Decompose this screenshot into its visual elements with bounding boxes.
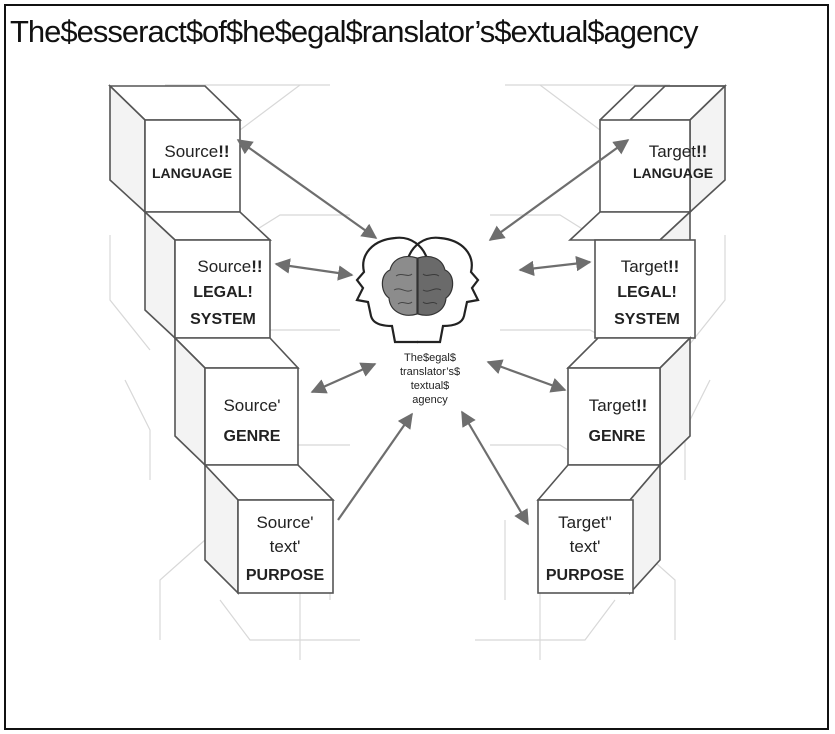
svg-text:textual$: textual$ [411, 380, 450, 392]
svg-text:text': text' [570, 537, 601, 556]
left-cube-legal-system: Source!! LEGAL! SYSTEM [142, 210, 273, 340]
svg-text:Target!!: Target!! [621, 257, 680, 276]
svg-text:Target!!: Target!! [649, 142, 708, 161]
right-cube-genre: Target!! GENRE [566, 336, 692, 467]
left-cube-genre: Source' GENRE [173, 336, 300, 467]
svg-text:LANGUAGE: LANGUAGE [152, 165, 232, 181]
diagram-title: The$esseract$of$he$egal$ranslator’s$extu… [10, 14, 698, 49]
svg-text:SYSTEM: SYSTEM [614, 311, 680, 328]
svg-text:text': text' [270, 537, 301, 556]
svg-text:Target!!: Target!! [589, 396, 648, 415]
svg-text:PURPOSE: PURPOSE [546, 567, 625, 584]
svg-text:Target'': Target'' [558, 513, 612, 532]
arrow-source-genre [310, 362, 377, 394]
svg-text:SYSTEM: SYSTEM [190, 311, 256, 328]
arrow-target-genre [486, 359, 567, 393]
figure-frame [4, 4, 829, 730]
svg-text:The$egal$: The$egal$ [404, 352, 456, 364]
right-cube-language: Target!! LANGUAGE [599, 84, 727, 214]
left-cube-language: Source!! LANGUAGE [108, 84, 242, 214]
left-cube-purpose: Source' text' PURPOSE [203, 462, 335, 595]
arrow-source-language [236, 139, 378, 239]
svg-text:translator’s$: translator’s$ [400, 366, 460, 378]
arrow-target-legal-system [518, 255, 592, 277]
svg-text:Source': Source' [223, 396, 280, 415]
right-cube-purpose: Target'' text' PURPOSE [536, 462, 662, 596]
svg-text:LEGAL!: LEGAL! [193, 284, 253, 301]
svg-text:LANGUAGE: LANGUAGE [633, 165, 713, 181]
svg-text:Source!!: Source!! [197, 257, 262, 276]
svg-text:GENRE: GENRE [589, 428, 646, 445]
svg-text:PURPOSE: PURPOSE [246, 567, 325, 584]
svg-text:agency: agency [412, 394, 448, 406]
svg-text:GENRE: GENRE [224, 428, 281, 445]
svg-text:Source!!: Source!! [164, 142, 229, 161]
arrow-source-purpose [337, 412, 413, 521]
right-cube-legal-system: Target!! LEGAL! SYSTEM [567, 210, 696, 340]
arrow-source-legal-system [274, 258, 354, 281]
svg-text:LEGAL!: LEGAL! [617, 284, 677, 301]
center-agency-label: The$egal$ translator’s$ textual$ agency [400, 352, 460, 406]
heads-brain-icon [355, 236, 480, 344]
arrow-target-purpose [461, 410, 529, 526]
connector-arrows [236, 139, 630, 526]
svg-text:Source': Source' [256, 513, 313, 532]
arrow-target-language [488, 139, 630, 241]
